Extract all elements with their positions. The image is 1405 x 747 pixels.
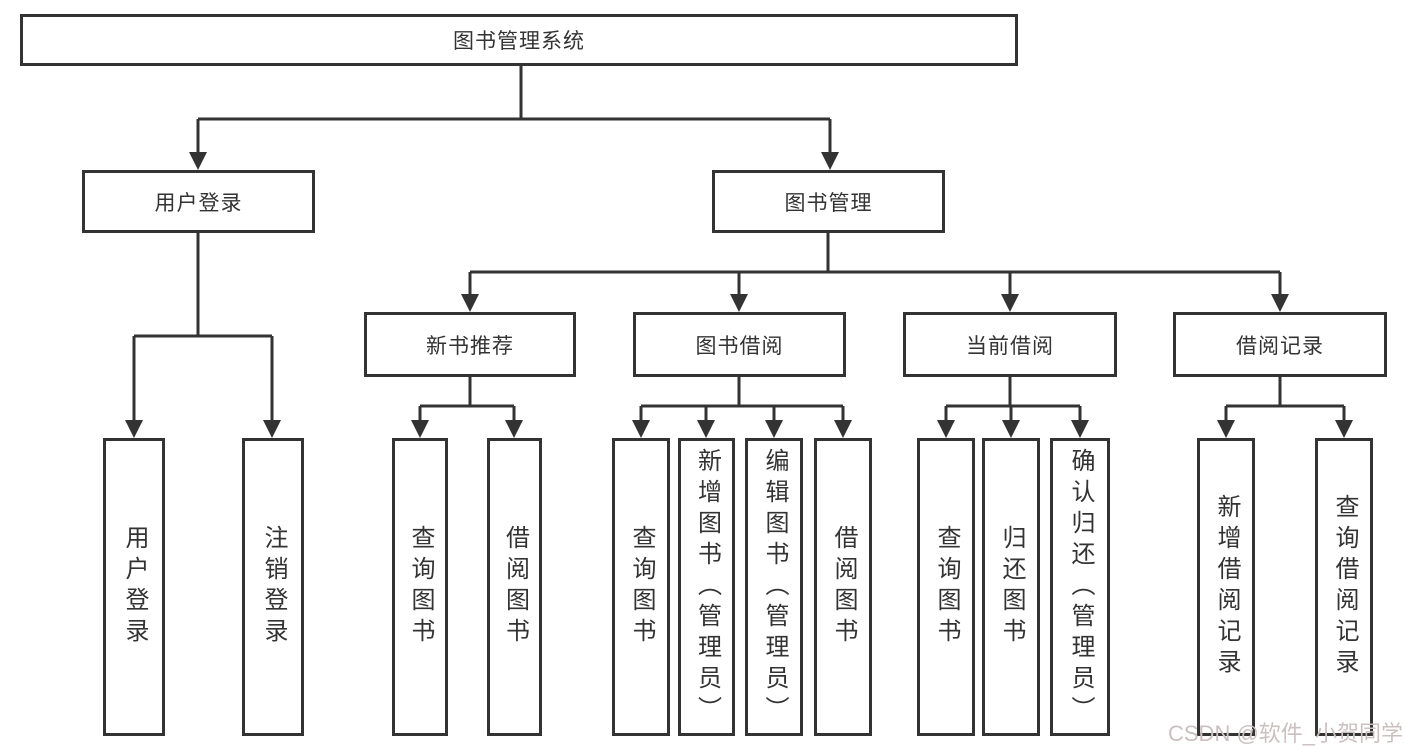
node-new-book-recommendation: 新书推荐: [364, 312, 576, 377]
node-leaf-user-login: 用户登录: [103, 438, 165, 736]
node-borrowing-records: 借阅记录: [1173, 312, 1387, 377]
node-user-login: 用户登录: [82, 170, 315, 233]
csdn-watermark: CSDN @软件_小贺同学: [1168, 721, 1404, 746]
node-leaf-borrow-books-recommend: 借阅图书: [487, 438, 542, 736]
node-leaf-query-books-current: 查询图书: [917, 438, 975, 736]
node-leaf-query-books-recommend: 查询图书: [392, 438, 448, 736]
node-leaf-add-book-admin: 新增图书（管理员）: [678, 438, 735, 736]
node-current-borrowing: 当前借阅: [903, 312, 1117, 377]
node-leaf-edit-book-admin: 编辑图书（管理员）: [745, 438, 803, 736]
node-leaf-borrow-books: 借阅图书: [814, 438, 872, 736]
node-leaf-query-books-borrow: 查询图书: [612, 438, 670, 736]
node-leaf-add-borrow-record: 新增借阅记录: [1197, 438, 1255, 736]
node-library-management-system: 图书管理系统: [20, 14, 1018, 66]
node-book-management: 图书管理: [712, 170, 945, 233]
node-book-borrowing: 图书借阅: [633, 312, 846, 377]
node-leaf-logout: 注销登录: [242, 438, 304, 736]
node-leaf-confirm-return-admin: 确认归还（管理员）: [1050, 438, 1110, 736]
node-leaf-return-books: 归还图书: [982, 438, 1040, 736]
node-leaf-query-borrow-record: 查询借阅记录: [1315, 438, 1373, 736]
